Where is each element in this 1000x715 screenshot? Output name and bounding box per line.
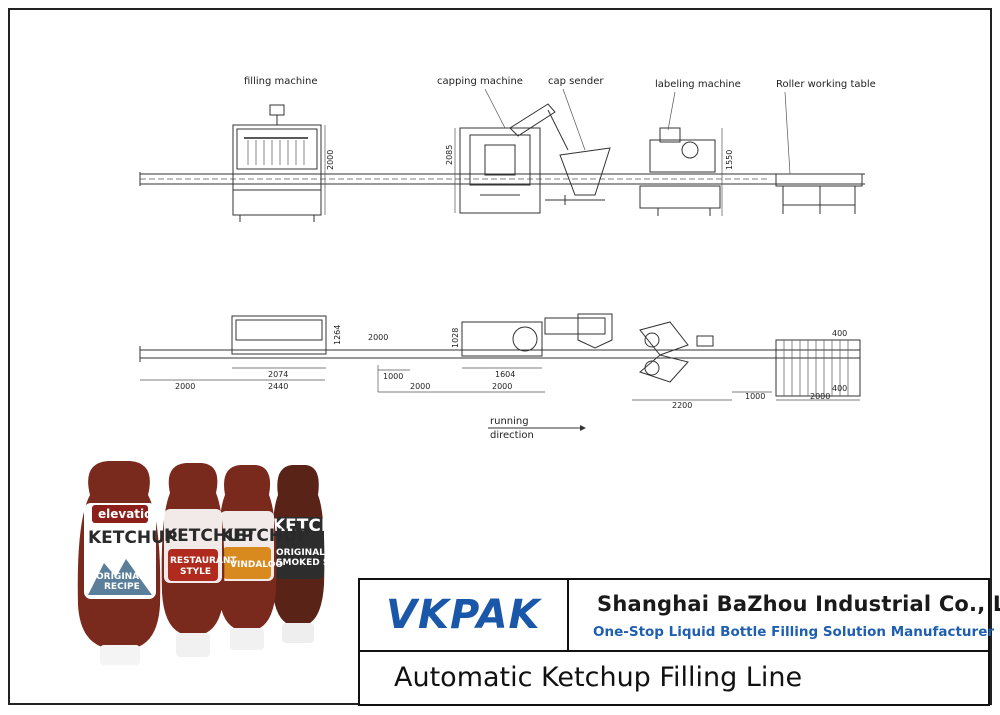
svg-text:KETCHUP: KETCHUP xyxy=(272,516,360,536)
dim-table-length: 2000 xyxy=(810,392,830,401)
dim-table-width-top: 400 xyxy=(832,329,847,338)
dim-table-width-bottom: 400 xyxy=(832,384,847,393)
arrow-right-icon xyxy=(580,425,586,431)
capping-machine-elevation: 2085 capping machine xyxy=(437,76,541,214)
running-direction: running direction xyxy=(488,416,586,441)
svg-text:SMOKED SUGAR: SMOKED SUGAR xyxy=(276,558,358,568)
label-capping-machine: capping machine xyxy=(437,76,523,87)
dim-gap2: 1000 xyxy=(745,392,765,401)
dim-capper-length: 1604 xyxy=(495,370,515,379)
svg-text:VINDALOO: VINDALOO xyxy=(230,560,283,570)
label-filling-machine: filling machine xyxy=(244,76,317,87)
vkpak-logo: VKPAK xyxy=(386,592,541,638)
title-block: VKPAK Shanghai BaZhou Industrial Co., Lt… xyxy=(358,578,1000,706)
dim-capper-conveyor: 2000 xyxy=(410,382,430,391)
bottle-3: KETCHUP VINDALOO xyxy=(217,465,309,650)
line-title-cell: Automatic Ketchup Filling Line xyxy=(360,650,988,704)
svg-text:RECIPE: RECIPE xyxy=(104,582,140,592)
svg-text:ORIGINAL RECIPE: ORIGINAL RECIPE xyxy=(276,548,360,558)
dim-filler-total: 2440 xyxy=(268,382,288,391)
dim-gap1: 1000 xyxy=(383,372,403,381)
line-title: Automatic Ketchup Filling Line xyxy=(394,662,803,693)
svg-text:KETCHUP: KETCHUP xyxy=(164,526,253,546)
dim-capper-depth: 1028 xyxy=(451,328,460,348)
label-roller-table: Roller working table xyxy=(776,79,876,90)
dim-infeed: 2000 xyxy=(175,382,195,391)
svg-text:RESTAURANT: RESTAURANT xyxy=(170,556,237,566)
roller-table-elevation: Roller working table xyxy=(775,79,876,214)
company-info-cell: Shanghai BaZhou Industrial Co., Ltd. One… xyxy=(569,580,1000,650)
dim-capper-total: 2000 xyxy=(492,382,512,391)
bottle-4: KETCHUP ORIGINAL RECIPE SMOKED SUGAR xyxy=(271,465,360,643)
elevation-view: 2000 filling machine 2085 capping machin… xyxy=(139,76,876,222)
label-direction: direction xyxy=(490,430,534,441)
filling-machine-elevation: 2000 filling machine xyxy=(232,76,335,222)
company-name: Shanghai BaZhou Industrial Co., Ltd. xyxy=(597,592,1000,616)
dim-filler-depth: 1264 xyxy=(333,325,342,345)
plan-view: 1264 2000 2074 2440 2000 1028 1604 1000 … xyxy=(139,313,861,410)
svg-text:STYLE: STYLE xyxy=(180,567,211,577)
svg-text:elevation: elevation xyxy=(98,507,161,521)
bottle-1: elevation KETCHUP ORIGINAL RECIPE xyxy=(77,461,177,665)
logo-cell: VKPAK xyxy=(360,580,569,650)
svg-text:KETCHUP: KETCHUP xyxy=(88,528,177,548)
labeling-machine-elevation: 1550 labeling machine xyxy=(639,79,741,216)
ketchup-bottles-photo: KETCHUP ORIGINAL RECIPE SMOKED SUGAR KET… xyxy=(77,461,360,665)
dim-labeler-length: 2200 xyxy=(672,401,692,410)
label-cap-sender: cap sender xyxy=(548,76,604,87)
svg-text:ORIGINAL: ORIGINAL xyxy=(96,572,145,582)
label-labeling-machine: labeling machine xyxy=(655,79,741,90)
dim-filler-length: 2074 xyxy=(268,370,288,379)
bottle-2: KETCHUP RESTAURANT STYLE xyxy=(161,463,253,657)
label-running: running xyxy=(490,416,529,427)
company-tagline: One-Stop Liquid Bottle Filling Solution … xyxy=(593,624,995,640)
dim-labeler-height: 1550 xyxy=(725,150,734,170)
svg-text:KETCHUP: KETCHUP xyxy=(220,526,309,546)
dim-filler-width-top: 2000 xyxy=(368,333,388,342)
dim-capper-height: 2085 xyxy=(445,145,454,165)
cap-sender-elevation: cap sender xyxy=(509,76,611,205)
dim-filler-height: 2000 xyxy=(326,150,335,170)
